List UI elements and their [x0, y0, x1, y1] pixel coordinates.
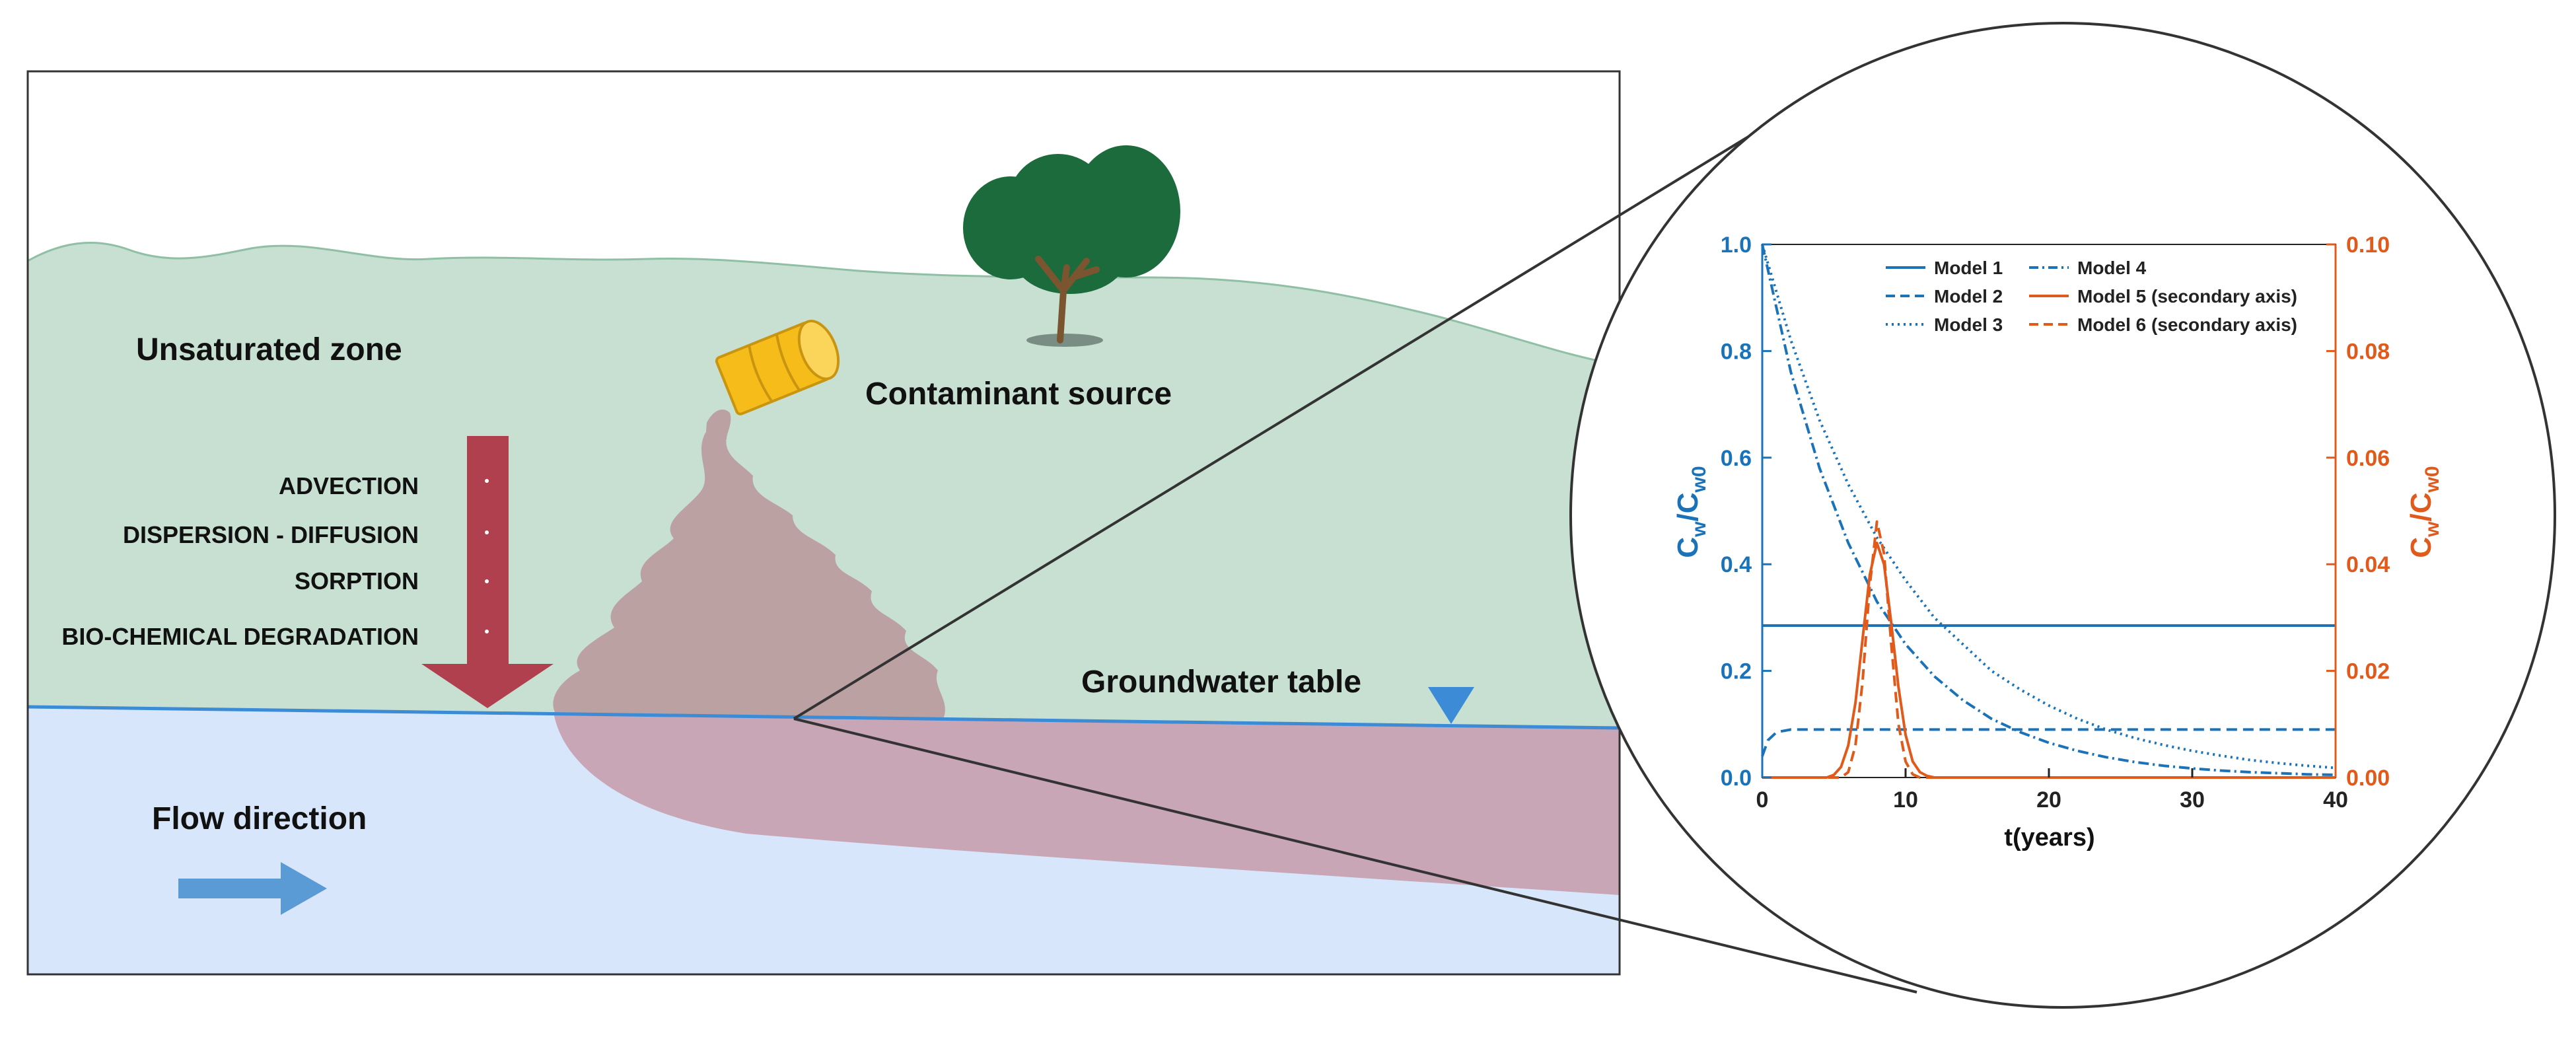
ticks-layer: 0 10 20 30 40 0.0 0.2 0.4 0.6 0.8 1.0 0.00 0.02 0.04 0…	[1721, 233, 2390, 813]
series-line-model-2	[1761, 728, 2336, 757]
zoom-line-bottom	[793, 717, 1917, 994]
legend-label-model-5: Model 5 (secondary axis)	[2077, 286, 2297, 307]
unsaturated-zone	[28, 242, 1620, 728]
left-y-tick-label: 0.8	[1721, 339, 1752, 364]
series-layer	[1761, 244, 2336, 779]
right-y-tick-label: 0.02	[2346, 659, 2390, 684]
right-y-tick-label: 0.10	[2346, 233, 2390, 258]
series-line-model-4	[1761, 244, 2336, 776]
left-y-tick-label: 0.2	[1721, 659, 1752, 684]
unsaturated-zone-label: Unsaturated zone	[136, 332, 402, 367]
water-table-triangle-icon	[1428, 687, 1474, 724]
barrel-icon	[715, 319, 840, 416]
left-y-tick-label: 1.0	[1721, 233, 1752, 258]
x-axis-title: t(years)	[2004, 824, 2094, 851]
chart-legend: Model 1 Model 2 Model 3 Model 4 Model 5 …	[1886, 258, 2297, 335]
zoom-line-top	[793, 132, 1755, 720]
right-axis-title: Cw/Cw0	[2405, 466, 2443, 558]
right-y-tick-label: 0.06	[2346, 446, 2390, 471]
legend-label-model-3: Model 3	[1934, 314, 2003, 335]
flow-direction-arrow-icon	[178, 862, 327, 915]
cross-section-panel: Unsaturated zone Contaminant source Grou…	[26, 70, 1621, 976]
left-axis-title: Cw/Cw0	[1672, 466, 1710, 558]
x-tick-label: 20	[2036, 787, 2061, 813]
ground-surface-line	[27, 241, 1620, 366]
concentration-chart: 0 10 20 30 40 0.0 0.2 0.4 0.6 0.8 1.0 0.00 0.02 0.04 0…	[1672, 233, 2443, 851]
zoom-callout	[793, 22, 2556, 1009]
process-label-degradation: BIO-CHEMICAL DEGRADATION	[61, 623, 419, 650]
legend-label-model-1: Model 1	[1934, 258, 2003, 278]
right-y-tick-label: 0.08	[2346, 339, 2390, 364]
contaminant-source-label: Contaminant source	[865, 377, 1172, 412]
right-y-tick-label: 0.00	[2346, 766, 2390, 791]
contaminant-plume-saturated	[554, 712, 1620, 895]
legend-label-model-2: Model 2	[1934, 286, 2003, 307]
legend-label-model-6: Model 6 (secondary axis)	[2077, 314, 2297, 335]
left-y-tick-label: 0.0	[1721, 766, 1752, 791]
flow-direction-label: Flow direction	[152, 801, 367, 836]
process-arrow-dots	[485, 479, 489, 633]
left-y-tick-label: 0.4	[1721, 552, 1752, 577]
tree-icon	[963, 145, 1180, 347]
groundwater-table-label: Groundwater table	[1081, 665, 1361, 700]
x-tick-label: 0	[1756, 787, 1769, 813]
process-label-dispersion: DISPERSION - DIFFUSION	[123, 521, 419, 548]
series-line-model-5	[1762, 541, 2336, 779]
right-y-tick-label: 0.04	[2346, 552, 2390, 577]
x-tick-label: 10	[1893, 787, 1918, 813]
contaminant-drip	[705, 410, 731, 439]
process-label-sorption: SORPTION	[295, 567, 419, 595]
water-table-line	[27, 705, 1620, 730]
legend-label-model-4: Model 4	[2077, 258, 2147, 278]
process-label-advection: ADVECTION	[279, 472, 419, 499]
zoom-circle	[1569, 22, 2556, 1009]
process-arrow-down-icon	[421, 436, 554, 708]
series-line-model-3	[1761, 244, 2336, 770]
series-line-model-6	[1762, 520, 2336, 779]
x-tick-label: 40	[2323, 787, 2348, 813]
x-tick-label: 30	[2180, 787, 2205, 813]
left-y-tick-label: 0.6	[1721, 446, 1752, 471]
contaminant-plume-unsaturated	[553, 433, 945, 719]
